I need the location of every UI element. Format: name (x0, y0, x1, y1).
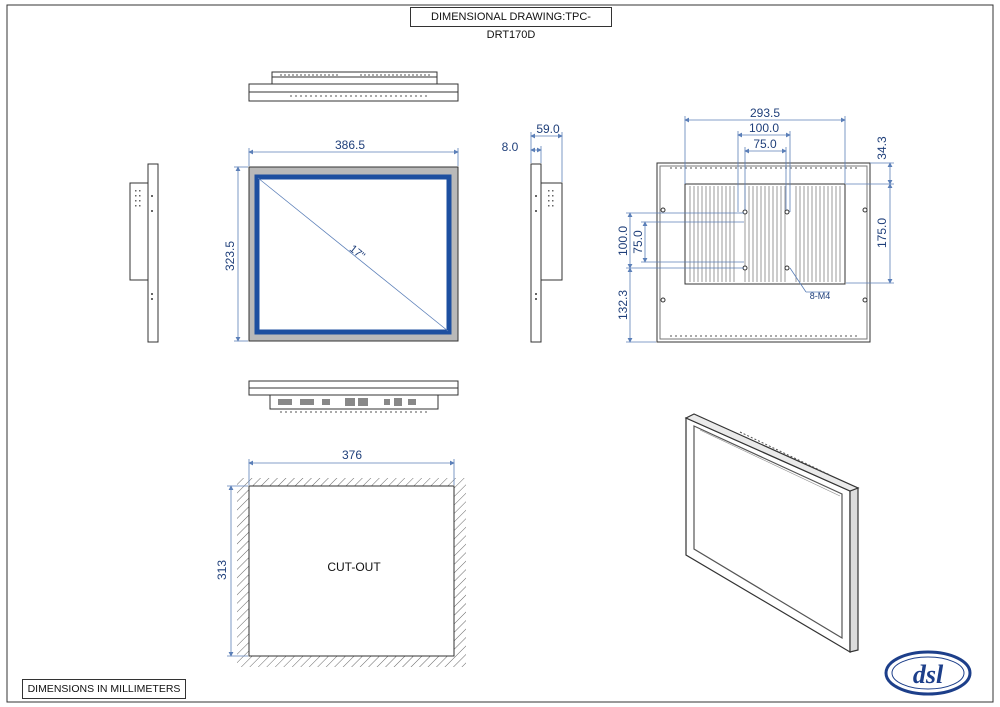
drawing-title: DIMENSIONAL DRAWING:TPC-DRT170D (410, 7, 612, 41)
rear-vesa75v-label: 75.0 (631, 230, 645, 254)
rear-vesa100-label: 100.0 (749, 121, 779, 135)
cutout-opening (248, 485, 455, 657)
bezel-depth-label: 8.0 (502, 140, 519, 154)
screw-note: 8-M4 (810, 291, 831, 301)
left-box (129, 182, 149, 281)
side-depth-dims (530, 132, 563, 182)
bottom-view (248, 380, 459, 413)
rear-vesa100v-label: 100.0 (616, 226, 630, 256)
bottom-box (269, 394, 439, 410)
cutout-width-label: 376 (342, 448, 362, 462)
rear-view (656, 162, 871, 343)
top-view-vents (280, 74, 430, 97)
isometric-view (684, 413, 860, 654)
front-height-label: 323.5 (223, 241, 237, 271)
rear-top-offset-label: 34.3 (875, 136, 889, 160)
right-vent-dots (535, 190, 554, 300)
sheet-border (6, 4, 994, 703)
dsl-logo: dsl (884, 650, 972, 696)
rear-bottom-offset-label: 132.3 (616, 290, 630, 320)
rear-bezel (656, 162, 871, 343)
right-bezel (530, 163, 542, 343)
units-note: DIMENSIONS IN MILLIMETERS (22, 679, 186, 699)
total-depth-label: 59.0 (536, 122, 560, 136)
right-box (540, 182, 563, 281)
left-bezel (147, 163, 159, 343)
rear-heatsink (684, 183, 846, 285)
front-width-label: 386.5 (335, 138, 365, 152)
rear-vert-span-label: 175.0 (875, 218, 889, 248)
cutout-label: CUT-OUT (327, 560, 381, 574)
rear-vesa75-label: 75.0 (753, 137, 777, 151)
cutout-height-dim (227, 485, 248, 657)
heatsink-fins (689, 186, 841, 282)
bottom-ports (278, 398, 416, 406)
top-view-box (271, 71, 438, 85)
front-view: 17" 386.5 323.5 (223, 138, 459, 342)
front-width-dim (248, 148, 459, 166)
right-side-view (530, 163, 563, 343)
cutout-height-label: 313 (215, 560, 229, 580)
diagonal-line (257, 177, 449, 332)
rear-span-label: 293.5 (750, 106, 780, 120)
left-side-view (129, 163, 159, 343)
top-view (248, 71, 459, 102)
rear-dims (626, 116, 894, 343)
cutout-view: 376 313 CUT-OUT (215, 448, 466, 667)
front-height-dim (234, 166, 248, 342)
left-vent-dots (135, 190, 153, 300)
logo-text: dsl (913, 660, 944, 689)
cutout-width-dim (248, 459, 455, 485)
